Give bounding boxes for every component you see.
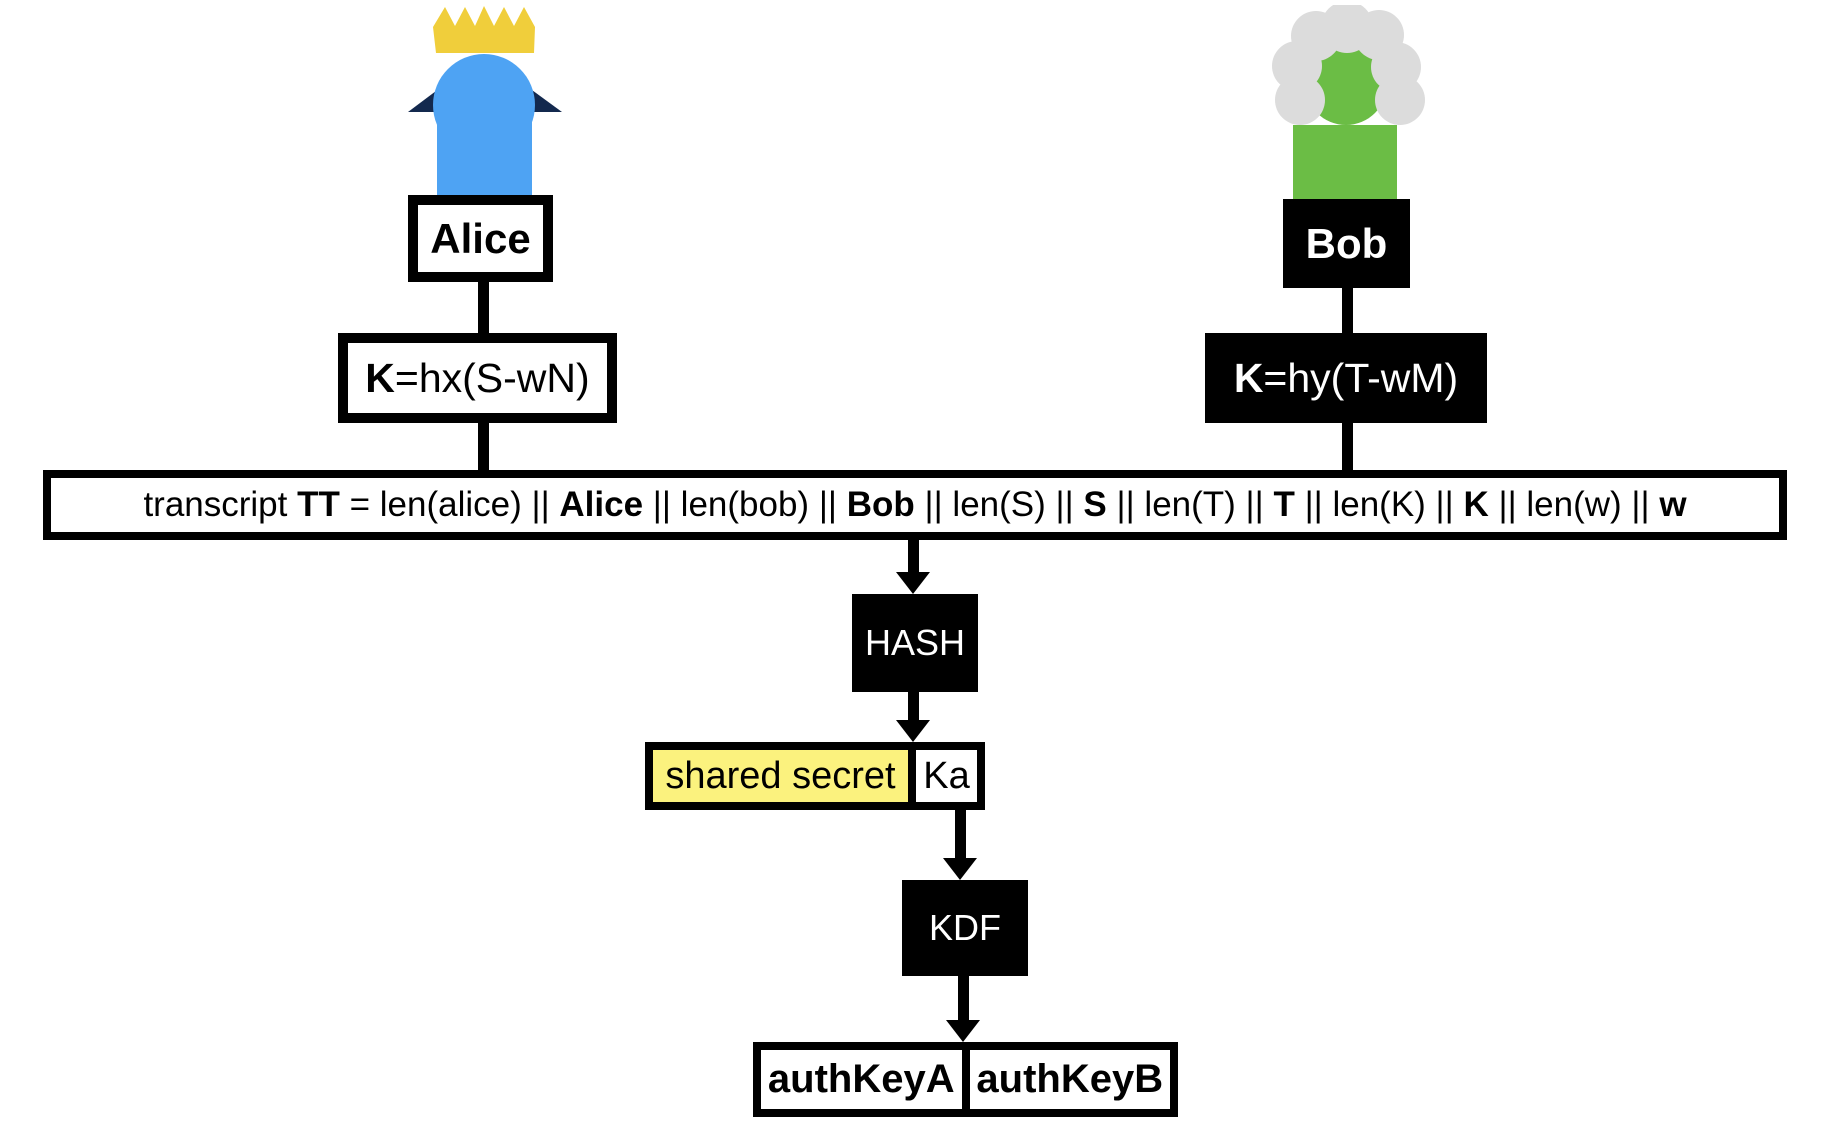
transcript-box: transcript TT = len(alice) || Alice || l… bbox=[43, 470, 1787, 540]
bob-key-formula: K=hy(T-wM) bbox=[1233, 354, 1459, 401]
authkey-b-label: authKeyB bbox=[976, 1057, 1164, 1101]
hash-label: HASH bbox=[864, 622, 966, 663]
arrow-transcript-to-hash-line bbox=[908, 540, 919, 576]
bob-name-box: Bob bbox=[1283, 199, 1410, 288]
bob-head-icon bbox=[1305, 43, 1387, 125]
connector-bob-name-to-key bbox=[1342, 288, 1353, 333]
authkey-a-cell: authKeyA bbox=[761, 1050, 970, 1109]
alice-key-formula: K=hx(S-wN) bbox=[365, 354, 590, 401]
alice-body-icon bbox=[437, 115, 532, 195]
authkey-b-cell: authKeyB bbox=[969, 1050, 1170, 1109]
wig-icon bbox=[1272, 5, 1425, 125]
arrow-kdf-to-authkeys-line bbox=[958, 976, 969, 1022]
transcript-text: transcript TT = len(alice) || Alice || l… bbox=[143, 485, 1687, 524]
arrow-hash-to-secret-head-icon bbox=[896, 720, 930, 742]
bob-body-icon bbox=[1293, 125, 1397, 200]
shared-secret-row: shared secret Ka bbox=[645, 742, 985, 810]
bob-figure-icon bbox=[1272, 5, 1425, 200]
arrow-kdf-to-authkeys-head-icon bbox=[946, 1020, 980, 1042]
ka-cell: Ka bbox=[916, 750, 977, 802]
authkeys-row: authKeyA authKeyB bbox=[753, 1042, 1178, 1117]
shared-secret-cell: shared secret bbox=[653, 750, 916, 802]
authkey-a-label: authKeyA bbox=[767, 1057, 955, 1101]
arrow-transcript-to-hash-head-icon bbox=[896, 572, 930, 594]
alice-name-label: Alice bbox=[430, 214, 531, 262]
connector-bob-key-to-transcript bbox=[1342, 423, 1353, 470]
connector-alice-key-to-transcript bbox=[478, 423, 489, 470]
kdf-box: KDF bbox=[902, 880, 1028, 976]
kdf-label: KDF bbox=[929, 907, 1001, 948]
crown-icon bbox=[433, 6, 535, 53]
bob-name-label: Bob bbox=[1305, 219, 1388, 267]
bob-key-box: K=hy(T-wM) bbox=[1205, 333, 1487, 423]
hash-box: HASH bbox=[852, 594, 978, 692]
arrow-secret-to-kdf-head-icon bbox=[943, 858, 977, 880]
arrow-secret-to-kdf-line bbox=[955, 810, 966, 860]
alice-key-box: K=hx(S-wN) bbox=[338, 333, 617, 423]
shared-secret-label: shared secret bbox=[665, 754, 896, 797]
alice-name-box: Alice bbox=[408, 195, 553, 282]
arrow-hash-to-secret-line bbox=[908, 692, 919, 722]
connector-alice-name-to-key bbox=[478, 282, 489, 333]
ka-label: Ka bbox=[923, 754, 970, 797]
alice-figure-icon bbox=[408, 6, 562, 195]
